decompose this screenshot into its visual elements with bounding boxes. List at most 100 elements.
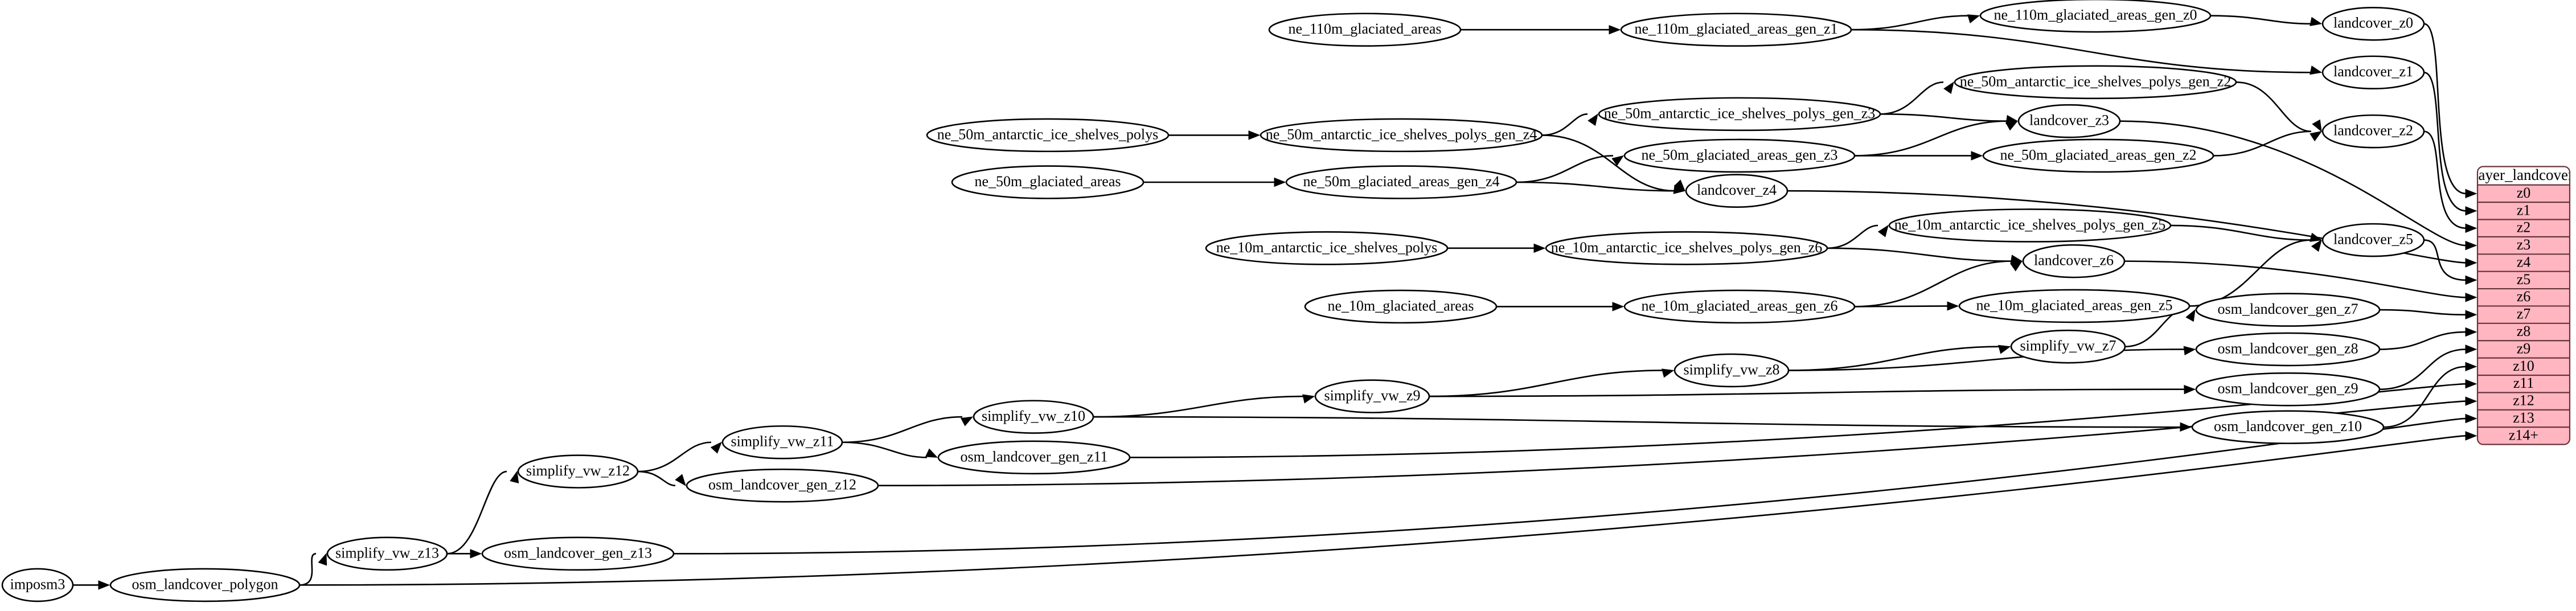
node-osm_landcover_polygon[interactable]: osm_landcover_polygon [109, 568, 301, 602]
record-row-z1[interactable]: z1 [2517, 202, 2531, 218]
node-landcover_z5[interactable]: landcover_z5 [2321, 223, 2425, 257]
node-ne_110m_glaciated_areas[interactable]: ne_110m_glaciated_areas [1268, 13, 1462, 47]
record-row-z2[interactable]: z2 [2517, 219, 2531, 236]
node-ne_50m_glaciated_areas_gen_z2[interactable]: ne_50m_glaciated_areas_gen_z2 [1982, 138, 2214, 173]
node-shape[interactable] [1285, 165, 1517, 199]
node-shape[interactable] [1260, 118, 1543, 153]
record-row-z0[interactable]: z0 [2517, 184, 2531, 201]
record-row-z11[interactable]: z11 [2513, 375, 2534, 391]
node-osm_landcover_gen_z13[interactable]: osm_landcover_gen_z13 [481, 536, 675, 571]
node-ne_50m_glaciated_areas[interactable]: ne_50m_glaciated_areas [951, 165, 1145, 199]
node-shape[interactable] [1979, 0, 2212, 33]
node-shape[interactable] [951, 165, 1145, 199]
record-row-z9[interactable]: z9 [2517, 340, 2531, 356]
node-shape[interactable] [326, 536, 448, 571]
node-ne_10m_glaciated_areas[interactable]: ne_10m_glaciated_areas [1304, 289, 1498, 324]
node-osm_landcover_gen_z9[interactable]: osm_landcover_gen_z9 [2195, 372, 2381, 407]
node-shape[interactable] [721, 425, 843, 460]
node-shape[interactable] [1620, 13, 1852, 47]
node-shape[interactable] [1545, 231, 1828, 265]
edge-arrowhead [925, 448, 938, 458]
node-shape[interactable] [1673, 353, 1790, 388]
node-shape[interactable] [2017, 104, 2121, 138]
node-ne_50m_antarctic_ice_shelves_polys_gen_z3[interactable]: ne_50m_antarctic_ice_shelves_polys_gen_z… [1598, 97, 1881, 132]
node-shape[interactable] [686, 468, 879, 503]
node-ne_110m_glaciated_areas_gen_z0[interactable]: ne_110m_glaciated_areas_gen_z0 [1979, 0, 2212, 33]
node-shape[interactable] [926, 118, 1170, 153]
node-shape[interactable] [1623, 138, 1856, 173]
node-shape[interactable] [2321, 223, 2425, 257]
node-shape[interactable] [937, 440, 1131, 475]
node-simplify_vw_z11[interactable]: simplify_vw_z11 [721, 425, 843, 460]
node-ne_50m_glaciated_areas_gen_z3[interactable]: ne_50m_glaciated_areas_gen_z3 [1623, 138, 1856, 173]
node-simplify_vw_z13[interactable]: simplify_vw_z13 [326, 536, 448, 571]
node-shape[interactable] [1982, 138, 2214, 173]
node-osm_landcover_gen_z7[interactable]: osm_landcover_gen_z7 [2195, 293, 2381, 327]
node-ne_50m_antarctic_ice_shelves_polys_gen_z4[interactable]: ne_50m_antarctic_ice_shelves_polys_gen_z… [1260, 118, 1543, 153]
node-shape[interactable] [1954, 65, 2237, 100]
node-simplify_vw_z7[interactable]: simplify_vw_z7 [2010, 329, 2126, 364]
node-shape[interactable] [1304, 289, 1498, 324]
node-landcover_z3[interactable]: landcover_z3 [2017, 104, 2121, 138]
record-row-z4[interactable]: z4 [2517, 253, 2531, 270]
node-simplify_vw_z10[interactable]: simplify_vw_z10 [973, 400, 1094, 434]
record-row-z7[interactable]: z7 [2517, 306, 2531, 322]
node-shape[interactable] [1205, 231, 1449, 265]
record-row-z3[interactable]: z3 [2517, 236, 2531, 253]
node-label: osm_landcover_gen_z13 [504, 544, 652, 561]
record-row-z13[interactable]: z13 [2513, 409, 2534, 426]
node-shape[interactable] [2195, 372, 2381, 407]
node-shape[interactable] [1888, 208, 2172, 243]
node-ne_50m_glaciated_areas_gen_z4[interactable]: ne_50m_glaciated_areas_gen_z4 [1285, 165, 1517, 199]
node-ne_110m_glaciated_areas_gen_z1[interactable]: ne_110m_glaciated_areas_gen_z1 [1620, 13, 1852, 47]
node-shape[interactable] [2022, 244, 2126, 278]
node-ne_10m_antarctic_ice_shelves_polys_gen_z6[interactable]: ne_10m_antarctic_ice_shelves_polys_gen_z… [1545, 231, 1828, 265]
node-shape[interactable] [2321, 6, 2425, 41]
node-shape[interactable] [2321, 55, 2425, 90]
node-shape[interactable] [2195, 332, 2381, 367]
node-simplify_vw_z12[interactable]: simplify_vw_z12 [517, 454, 639, 489]
node-shape[interactable] [1958, 289, 2191, 323]
node-landcover_z6[interactable]: landcover_z6 [2022, 244, 2126, 278]
node-landcover_z0[interactable]: landcover_z0 [2321, 6, 2425, 41]
record-row-z6[interactable]: z6 [2517, 288, 2531, 305]
node-landcover_z2[interactable]: landcover_z2 [2321, 114, 2425, 149]
record-row-z14+[interactable]: z14+ [2509, 427, 2538, 443]
node-shape[interactable] [1685, 174, 1789, 208]
node-simplify_vw_z8[interactable]: simplify_vw_z8 [1673, 353, 1790, 388]
node-ne_10m_glaciated_areas_gen_z6[interactable]: ne_10m_glaciated_areas_gen_z6 [1623, 289, 1856, 324]
record-row-z10[interactable]: z10 [2513, 358, 2534, 374]
node-imposm3[interactable]: imposm3 [1, 568, 74, 602]
node-ne_10m_glaciated_areas_gen_z5[interactable]: ne_10m_glaciated_areas_gen_z5 [1958, 289, 2191, 323]
node-simplify_vw_z9[interactable]: simplify_vw_z9 [1314, 379, 1430, 413]
edge-arrowhead [98, 580, 110, 590]
node-shape[interactable] [1, 568, 74, 602]
node-shape[interactable] [1314, 379, 1430, 413]
node-ne_10m_antarctic_ice_shelves_polys[interactable]: ne_10m_antarctic_ice_shelves_polys [1205, 231, 1449, 265]
node-shape[interactable] [481, 536, 675, 571]
record-row-z12[interactable]: z12 [2513, 392, 2534, 409]
node-landcover_z4[interactable]: landcover_z4 [1685, 174, 1789, 208]
node-shape[interactable] [2010, 329, 2126, 364]
node-shape[interactable] [2195, 293, 2381, 327]
node-shape[interactable] [973, 400, 1094, 434]
edge-ne_50m_antarctic_ice_shelves_polys_gen_z4-to-ne_50m_antarctic_ice_shelves_polys_gen_z3 [1541, 113, 1588, 136]
node-shape[interactable] [517, 454, 639, 489]
node-osm_landcover_gen_z10[interactable]: osm_landcover_gen_z10 [2191, 410, 2385, 444]
node-osm_landcover_gen_z11[interactable]: osm_landcover_gen_z11 [937, 440, 1131, 475]
node-landcover_z1[interactable]: landcover_z1 [2321, 55, 2425, 90]
record-row-z8[interactable]: z8 [2517, 323, 2531, 339]
node-osm_landcover_gen_z8[interactable]: osm_landcover_gen_z8 [2195, 332, 2381, 367]
node-shape[interactable] [2321, 114, 2425, 149]
node-shape[interactable] [2191, 410, 2385, 444]
node-shape[interactable] [1598, 97, 1881, 132]
record-row-z5[interactable]: z5 [2517, 271, 2531, 288]
node-shape[interactable] [109, 568, 301, 602]
node-osm_landcover_gen_z12[interactable]: osm_landcover_gen_z12 [686, 468, 879, 503]
node-ne_50m_antarctic_ice_shelves_polys[interactable]: ne_50m_antarctic_ice_shelves_polys [926, 118, 1170, 153]
record-node-layer_landcover[interactable]: layer_landcoverz0z1z2z3z4z5z6z7z8z9z10z1… [2474, 166, 2573, 445]
node-shape[interactable] [1623, 289, 1856, 324]
node-shape[interactable] [1268, 13, 1462, 47]
node-ne_50m_antarctic_ice_shelves_polys_gen_z2[interactable]: ne_50m_antarctic_ice_shelves_polys_gen_z… [1954, 65, 2237, 100]
node-ne_10m_antarctic_ice_shelves_polys_gen_z5[interactable]: ne_10m_antarctic_ice_shelves_polys_gen_z… [1888, 208, 2172, 243]
